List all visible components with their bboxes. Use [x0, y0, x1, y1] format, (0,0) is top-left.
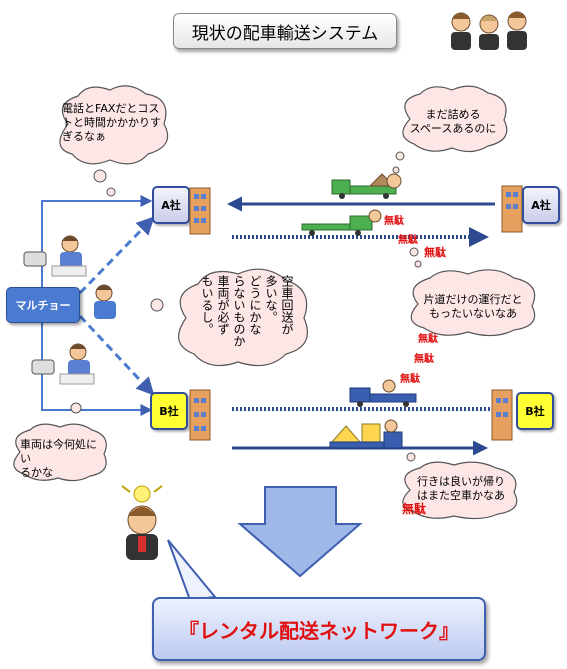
- company-b-left: B社: [150, 392, 188, 430]
- cloud-return-empty-text: 行きは良いが帰り はまた空車かなあ: [417, 475, 505, 502]
- cloud-vehicle-where-text: 車両は今何処にい るかな: [20, 438, 97, 479]
- muda-label: 無駄: [400, 374, 420, 385]
- multi-node: マルチョー: [6, 287, 80, 323]
- cloud-vehicle-where-shape: [13, 423, 107, 482]
- muda-label: 無駄: [418, 334, 438, 345]
- driver-icon: [382, 379, 396, 393]
- banner-pointer: [167, 539, 217, 602]
- cloud-one-way-text: 片道だけの運行だと もったいないなあ: [423, 293, 523, 320]
- cloud-return-empty-shape: [402, 461, 518, 520]
- operator-fax-icon: [31, 343, 95, 385]
- muda-label: 無駄: [424, 246, 446, 259]
- cloud-empty-return-shape: [178, 268, 308, 367]
- rental-network-banner: 『レンタル配送ネットワーク』: [152, 597, 486, 661]
- building-icon: [491, 389, 513, 441]
- company-b-right: B社: [516, 392, 554, 430]
- truck-loaded-icon: [329, 423, 403, 449]
- operator-phone-icon: [23, 235, 87, 277]
- cloud-empty-return-text: 空車回送が 多いな。 どうにかな らないものか 車両が必ず もいるし。: [200, 275, 294, 347]
- cloud-space-text: まだ詰める スペースあるのに: [409, 108, 497, 135]
- company-a-left: A社: [152, 186, 190, 224]
- dashed-arrows: [78, 216, 155, 396]
- muda-label: 無駄: [402, 502, 427, 516]
- building-icon: [501, 185, 523, 233]
- cloud-one-way-tail: [409, 247, 422, 268]
- operator-center-icon: [94, 284, 116, 319]
- cloud-empty-return-tail: [150, 298, 164, 312]
- driver-icon: [368, 209, 382, 223]
- driver-icon: [386, 173, 402, 189]
- driver-icon: [384, 419, 398, 433]
- muda-label: 無駄: [384, 216, 404, 227]
- cloud-return-empty-tail: [406, 452, 416, 462]
- muda-label: 無駄: [398, 235, 418, 246]
- cloud-one-way-shape: [410, 269, 536, 337]
- page-title: 現状の配車輸送システム: [173, 13, 397, 49]
- building-icon: [189, 389, 211, 441]
- cloud-cost-tail: [93, 169, 116, 197]
- company-a-right: A社: [522, 186, 560, 224]
- cloud-space-tail: [392, 151, 405, 174]
- cloud-space-shape: [402, 85, 508, 153]
- building-icon: [189, 187, 211, 235]
- truck-empty-icon: [349, 387, 417, 407]
- cloud-cost-shape: [59, 85, 169, 165]
- idea-person-icon: [121, 484, 163, 560]
- cloud-vehicle-where-tail: [70, 402, 82, 414]
- down-arrow-icon: [237, 486, 363, 578]
- truck-empty-icon: [301, 215, 373, 236]
- people-icon: [451, 11, 527, 50]
- cloud-cost-text: 電話とFAXだとコス トと時間かかかりす ぎるなぁ: [62, 102, 161, 143]
- muda-label: 無駄: [414, 354, 434, 365]
